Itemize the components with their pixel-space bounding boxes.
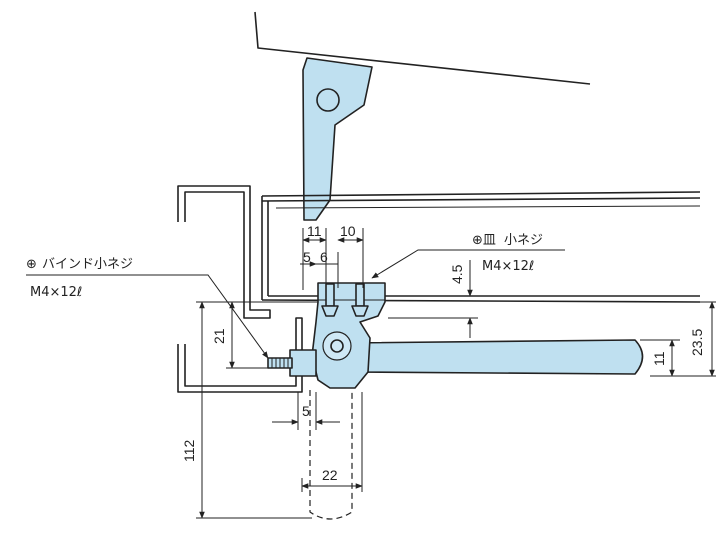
support-arm	[344, 339, 644, 375]
dim-21: 21	[211, 328, 227, 344]
dim-112: 112	[181, 439, 197, 462]
lid-edge	[254, 11, 591, 85]
dim-22: 22	[322, 467, 338, 483]
bind-screw	[267, 349, 317, 377]
callout-leaders	[26, 249, 565, 359]
dim-6-top: 6	[320, 249, 328, 265]
dimension-lines	[196, 228, 716, 519]
right-callout-name: 小ネジ	[504, 233, 543, 248]
dashed-pin	[309, 390, 353, 520]
left-callout-spec: M4×12ℓ	[30, 285, 82, 300]
dim-4-5: 4.5	[449, 264, 465, 284]
countersunk-screws	[321, 283, 369, 317]
left-callout-symbol: ⊕	[26, 257, 37, 272]
dim-23-5: 23.5	[689, 329, 705, 356]
right-callout-symbol: ⊕皿	[472, 233, 496, 248]
right-callout-spec: M4×12ℓ	[482, 259, 534, 274]
dim-5-bottom: 5	[302, 403, 310, 419]
dim-11-top: 11	[307, 223, 322, 239]
dim-5-top: 5	[303, 249, 311, 265]
left-callout-name: バインド小ネジ	[42, 257, 133, 272]
dim-11-right: 11	[651, 351, 667, 366]
dim-10-top: 10	[340, 223, 356, 239]
